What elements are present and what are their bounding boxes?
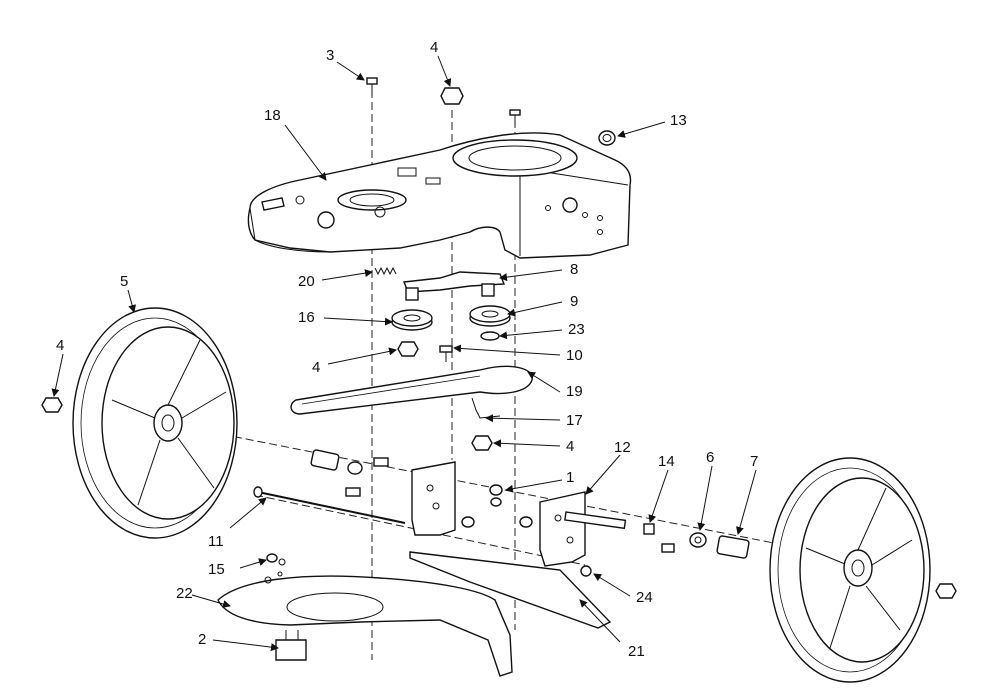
- callout-6: 6: [706, 449, 714, 466]
- pulley-16: [391, 309, 433, 331]
- screw-deck: [509, 109, 521, 126]
- nut-1: [461, 484, 533, 528]
- callout-4: 4: [566, 438, 574, 455]
- bushing-left: [310, 449, 389, 497]
- washer-23: [480, 331, 500, 341]
- bracket-2: [275, 630, 307, 661]
- callout-19: 19: [566, 383, 583, 400]
- callout-7: 7: [750, 453, 758, 470]
- housing-deck: [247, 132, 632, 259]
- callout-14: 14: [658, 453, 675, 470]
- callout-13: 13: [670, 112, 687, 129]
- bolt-10: [439, 345, 453, 362]
- washer-6: [689, 532, 707, 548]
- nut-4-top: [440, 87, 464, 105]
- screw-15: [266, 553, 286, 566]
- guard-21: [409, 551, 612, 629]
- callout-4: 4: [312, 359, 320, 376]
- callout-4: 4: [430, 39, 438, 56]
- spring-20: [374, 266, 397, 276]
- lower-shield-22: [217, 571, 513, 677]
- callout-20: 20: [298, 273, 315, 290]
- nut-4-rod: [471, 435, 493, 451]
- leader-lines: [51, 55, 757, 652]
- callout-11: 11: [208, 533, 224, 550]
- callout-5: 5: [120, 273, 128, 290]
- axle-11: [253, 486, 406, 524]
- callout-15: 15: [208, 561, 225, 578]
- callout-8: 8: [570, 261, 578, 278]
- pulley-9: [469, 305, 511, 327]
- bracket-plate-left: [411, 461, 456, 536]
- belt-19: [290, 365, 533, 415]
- callout-labels: 3 4 13 18 20 8 9 16 23 4 10 19 17 4 5 4 …: [56, 39, 758, 660]
- callout-1: 1: [566, 469, 574, 486]
- nut-4-pulley: [397, 341, 419, 357]
- callout-3: 3: [326, 47, 334, 64]
- callout-22: 22: [176, 585, 193, 602]
- callout-23: 23: [568, 321, 585, 338]
- callout-17: 17: [566, 412, 583, 429]
- callout-18: 18: [264, 107, 281, 124]
- callout-10: 10: [566, 347, 583, 364]
- callout-4: 4: [56, 337, 64, 354]
- nut-4-left: [41, 397, 63, 413]
- wheel-left: [72, 307, 238, 539]
- callout-24: 24: [636, 589, 653, 606]
- bolt-3: [366, 77, 378, 96]
- rod-17: [471, 397, 501, 419]
- nut-4-right: [935, 583, 957, 599]
- nut-24: [580, 565, 592, 577]
- callout-9: 9: [570, 293, 578, 310]
- bracket-plate-right: [539, 491, 627, 567]
- bushing-7: [716, 535, 750, 559]
- bolt-14: [643, 523, 675, 553]
- callout-21: 21: [628, 643, 645, 660]
- idler-bracket-8: [403, 271, 506, 301]
- wheel-right: [769, 457, 931, 683]
- callout-16: 16: [298, 309, 315, 326]
- callout-12: 12: [614, 439, 631, 456]
- callout-2: 2: [198, 631, 206, 648]
- nut-13: [598, 130, 616, 146]
